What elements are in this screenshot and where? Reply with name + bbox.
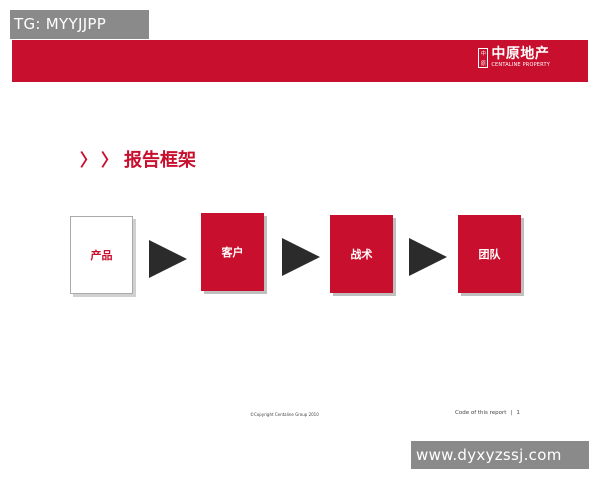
- flow-step-label: 客户: [221, 246, 244, 259]
- logo-text: 中原地产 CENTALINE PROPERTY: [491, 47, 550, 69]
- chevron-right-icon: 〉: [101, 151, 118, 171]
- flow-step-label: 团队: [478, 248, 501, 261]
- report-code-label: Code of this report: [455, 410, 507, 416]
- flow-step-label: 产品: [90, 249, 113, 262]
- section-title-text: 报告框架: [124, 150, 196, 171]
- flow-step-customer: 客户: [201, 213, 264, 291]
- tg-watermark: TG: MYYJJPP: [10, 10, 149, 39]
- report-code: Code of this report|1: [455, 410, 520, 416]
- flow-step-tactics: 战术: [330, 215, 393, 293]
- flow-step-team: 团队: [458, 215, 521, 293]
- flow-step-label: 战术: [350, 248, 373, 261]
- flow-step-product: 产品: [70, 216, 133, 294]
- header-bar: 中原 中原地产 CENTALINE PROPERTY: [12, 40, 588, 82]
- separator: |: [510, 410, 513, 416]
- section-title: 〉 〉 报告框架: [80, 150, 196, 172]
- logo-seal: 中原: [478, 48, 489, 68]
- flow-arrow-icon: [409, 238, 447, 276]
- copyright-text: ©Copyright Centaline Group 2010: [250, 412, 319, 417]
- logo-english-name: CENTALINE PROPERTY: [491, 62, 550, 68]
- flow-arrow-icon: [282, 238, 320, 276]
- url-watermark: www.dyxyzssj.com: [411, 441, 589, 469]
- logo-chinese-name: 中原地产: [491, 46, 550, 62]
- chevron-right-icon: 〉: [80, 151, 97, 171]
- flow-arrow-icon: [149, 240, 187, 278]
- page-number: 1: [516, 410, 520, 416]
- centaline-logo: 中原 中原地产 CENTALINE PROPERTY: [478, 47, 550, 75]
- slide: 中原 中原地产 CENTALINE PROPERTY 〉 〉 报告框架 产品 客…: [12, 18, 588, 446]
